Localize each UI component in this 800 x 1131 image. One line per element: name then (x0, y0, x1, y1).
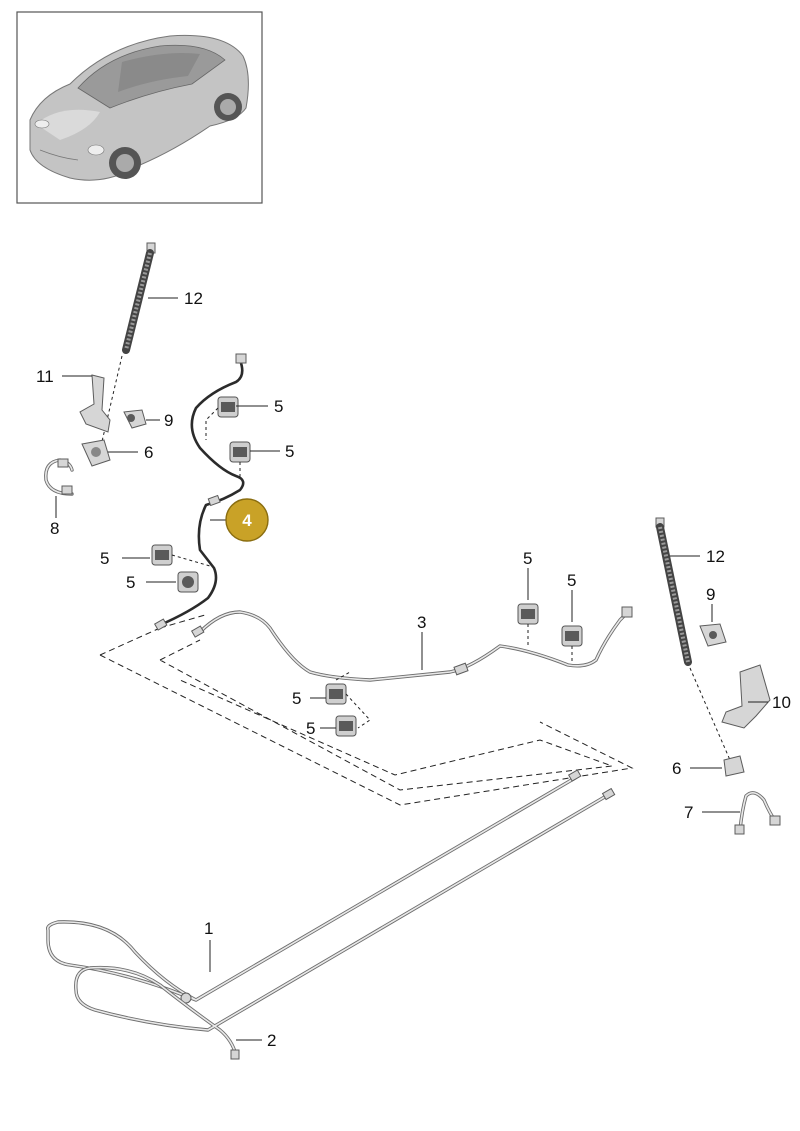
callout-5-c: 5 (100, 549, 109, 568)
callout-9-left: 9 (164, 411, 173, 430)
bolt-9-right (699, 623, 727, 647)
vehicle-outline-dashed (99, 614, 634, 806)
callout-8: 8 (50, 519, 59, 538)
callout-5-f: 5 (567, 571, 576, 590)
clip-5-d (177, 571, 199, 593)
bracket-10 (721, 664, 771, 729)
callout-10: 10 (772, 693, 791, 712)
brake-line-8 (44, 458, 74, 496)
clip-5-f (561, 625, 583, 647)
bracket-11 (79, 374, 111, 433)
callout-6-left: 6 (144, 443, 153, 462)
callout-12-left: 12 (184, 289, 203, 308)
callout-9-right: 9 (706, 585, 715, 604)
brake-hose-strut-12-right (655, 517, 731, 761)
brake-line-3 (190, 606, 633, 682)
callout-5-d: 5 (126, 573, 135, 592)
clip-guides (171, 407, 573, 729)
callout-11: 11 (36, 367, 54, 386)
callout-6-right: 6 (672, 759, 681, 778)
brake-hose-strut-12-left (99, 242, 156, 451)
callout-1: 1 (204, 919, 213, 938)
clip-5-g (325, 683, 347, 705)
brake-line-7 (734, 791, 781, 835)
callout-5-h: 5 (306, 719, 315, 738)
callout-2: 2 (267, 1031, 276, 1050)
callout-5-b: 5 (285, 442, 294, 461)
clip-5-c (151, 544, 173, 566)
brake-line-2 (74, 787, 616, 1060)
brake-line-4 (153, 353, 247, 631)
callout-12-right: 12 (706, 547, 725, 566)
clip-6-left (81, 439, 111, 467)
highlight-badge-4[interactable]: 4 (225, 498, 269, 542)
car-illustration-icon (29, 34, 249, 181)
callout-7: 7 (684, 803, 693, 822)
highlight-badge-text: 4 (242, 511, 252, 530)
callout-5-g: 5 (292, 689, 301, 708)
callout-5-e: 5 (523, 549, 532, 568)
vehicle-thumbnail (16, 11, 263, 204)
clip-5-a (217, 396, 239, 418)
callout-5-a: 5 (274, 397, 283, 416)
clip-5-e (517, 603, 539, 625)
leader-lines (55, 297, 768, 1041)
clip-5-b (229, 441, 251, 463)
callout-3: 3 (417, 613, 426, 632)
bolt-9-left (123, 409, 147, 429)
callout-labels: 12 11 9 6 8 5 5 5 5 5 5 3 5 5 12 9 10 6 … (36, 289, 791, 1050)
clip-6-right (723, 755, 745, 777)
clip-5-h (335, 715, 357, 737)
brake-line-1 (46, 769, 582, 1004)
